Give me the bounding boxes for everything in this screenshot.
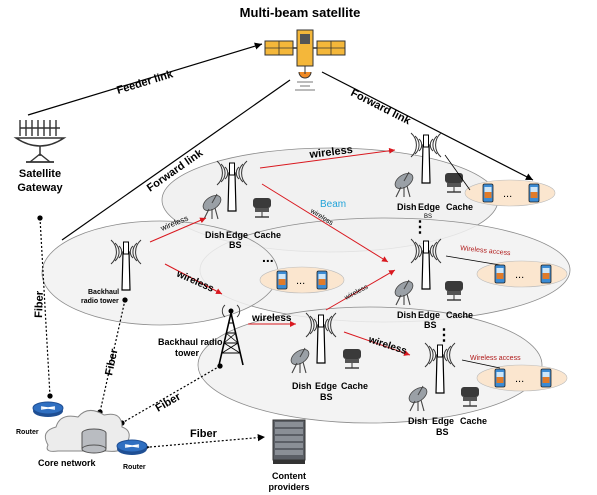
user-dots-top: ... [503,188,512,200]
cache-label-mid-right: Cache [446,310,473,320]
phone-icon-8 [540,368,552,388]
dish-label-top-right: Dish [397,202,417,212]
user-dots-mid-right: ... [515,269,524,281]
wireless-top-label: wireless [308,144,354,161]
wireless-low1-label: wireless [251,313,292,324]
vdots-top-right: ⋮ [412,219,428,236]
access-line-top [444,154,471,191]
phone-icon-1 [482,183,494,203]
forward-link-right-label: Forward link [349,87,414,128]
dots-middle: ... [262,249,274,265]
wireless-access-bottom-label: Wireless access [470,355,521,362]
dish-label-bottom-center: Dish [292,381,312,391]
content-providers-label-1: Content [272,471,306,481]
title: Multi-beam satellite [240,5,361,20]
backhaul-bottom-label-1: Backhaul radio [158,337,223,347]
cache-label-top-left: Cache [254,230,281,240]
bs-label-top-right: BS [424,214,432,220]
backhaul-left-label-2: radio tower [81,298,119,305]
bs-label-top-left: BS [229,240,242,250]
phone-icon-6 [540,264,552,284]
wireless-to-mid-line [325,269,396,311]
dish-label-mid-right: Dish [397,310,417,320]
beam-label: Beam [320,199,346,210]
bs-label-mid-right: BS [424,320,437,330]
edge-label-mid-right: Edge [418,310,440,320]
wireless-top-line [259,147,396,169]
edge-label-top-left: Edge [226,230,248,240]
feeder-link-line [27,42,263,116]
phone-icon-2 [528,183,540,203]
vdots-bottom-right: ⋮ [436,327,452,344]
bs-label-bottom-center: BS [320,392,333,402]
cache-label-bottom-center: Cache [341,381,368,391]
core-network-label: Core network [38,458,97,468]
fiber-backhaul-core-line [97,297,128,415]
router-icon-right [116,439,148,455]
satellite-icon [264,29,346,91]
fiber-label-2: Fiber [103,347,120,377]
bs-label-bottom-right: BS [436,427,449,437]
dish-label-top-left: Dish [205,230,225,240]
fiber-label-4: Fiber [190,428,218,440]
phone-icon-4 [316,270,328,290]
content-providers-server-icon [272,419,306,464]
forward-link-left-line [61,79,291,241]
wireless-backhaul-down-line [164,263,223,295]
wireless-access-mid-line [445,255,501,266]
edge-label-bottom-right: Edge [432,416,454,426]
gateway-label-2: Gateway [17,182,63,194]
wireless-backhaul-up-line [149,217,207,243]
edge-label-bottom-center: Edge [315,381,337,391]
backhaul-left-label-1: Backhaul [88,289,119,296]
fiber-gateway-router-line [37,215,53,399]
wireless-low2-line [343,331,411,356]
satellite-gateway-icon [13,120,67,163]
phone-icon-5 [494,264,506,284]
fiber-router-content-line [142,434,266,452]
wireless-diagonal-line [261,183,389,263]
fiber-tower-core-line [119,363,223,426]
router-icon-left [32,401,64,417]
phone-icon-3 [276,270,288,290]
content-providers-label-2: providers [268,482,309,492]
gateway-label-1: Satellite [19,168,61,180]
edge-label-top-right: Edge [418,202,440,212]
fiber-label-1: Fiber [33,290,46,318]
router-label-right: Router [123,464,146,471]
cache-label-bottom-right: Cache [460,416,487,426]
dish-label-bottom-right: Dish [408,416,428,426]
router-label-left: Router [16,429,39,436]
core-network-cloud-icon [44,410,130,454]
backhaul-bottom-label-2: tower [175,348,200,358]
wireless-access-bottom-line [461,359,501,369]
feeder-link-label: Feeder link [115,68,175,97]
backhaul-lattice-tower-icon [218,304,244,366]
forward-link-right-line [321,71,534,181]
user-dots-mid-left: ... [296,275,305,287]
fiber-label-3: Fiber [154,390,184,414]
cache-label-top-right: Cache [446,202,473,212]
user-dots-bottom: ... [515,373,524,385]
phone-icon-7 [494,368,506,388]
